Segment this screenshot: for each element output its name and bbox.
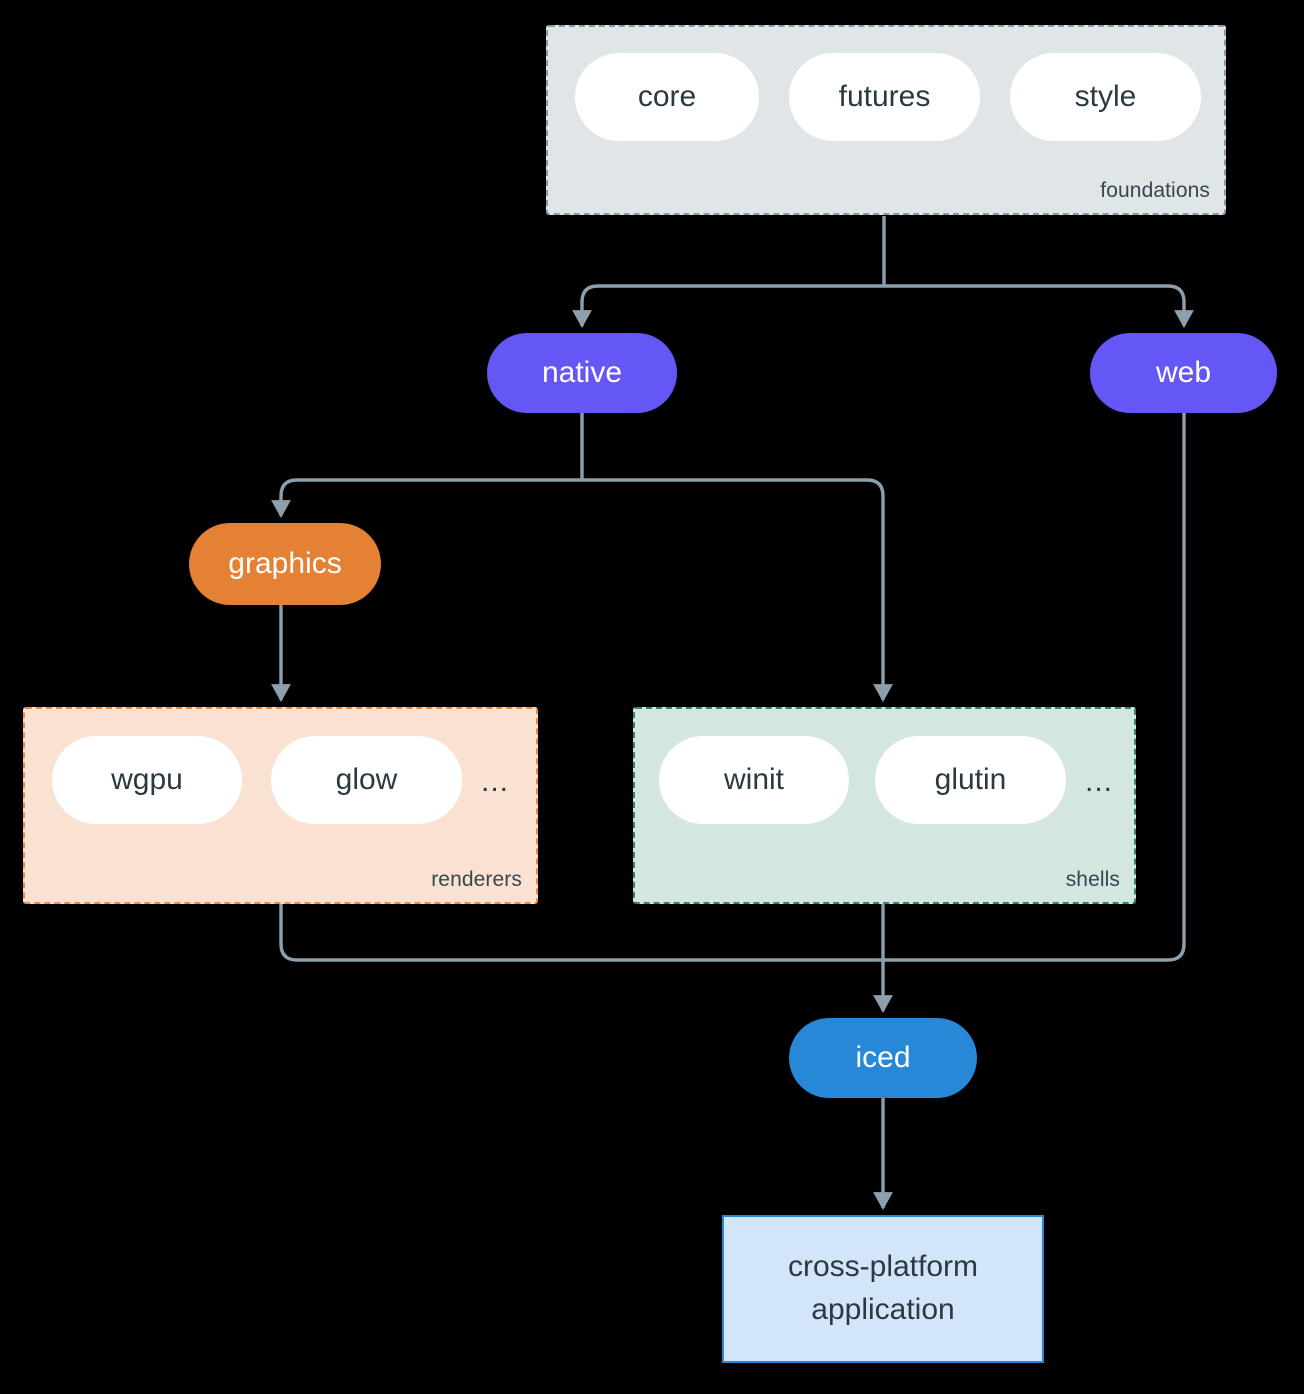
group-label-shells: shells [1065, 868, 1120, 891]
edge-native-graphics [271, 478, 582, 518]
group-renderers: wgpu glow ... renderers [23, 707, 538, 904]
chip-glow[interactable]: glow [271, 736, 462, 824]
edge-renderers-iced [279, 904, 883, 962]
node-web[interactable]: web [1090, 333, 1277, 413]
application-line-1: cross-platform [787, 1250, 979, 1284]
group-shells: winit glutin ... shells [633, 707, 1136, 904]
node-iced[interactable]: iced [789, 1018, 977, 1098]
shells-more-ellipsis: ... [1085, 765, 1114, 798]
node-cross-platform-application[interactable]: cross-platform application [722, 1215, 1044, 1363]
group-label-renderers: renderers [431, 868, 522, 891]
group-foundations: core futures style foundations [546, 25, 1226, 215]
node-graphics[interactable]: graphics [189, 523, 381, 605]
node-native[interactable]: native [487, 333, 677, 413]
chip-winit[interactable]: winit [659, 736, 849, 824]
node-native-label: native [541, 356, 623, 389]
node-iced-label: iced [855, 1041, 911, 1074]
node-graphics-label: graphics [228, 547, 342, 580]
edge-native-shells [582, 478, 893, 702]
application-line-2: application [811, 1293, 955, 1326]
renderers-more-ellipsis: ... [481, 765, 510, 798]
chip-futures[interactable]: futures [789, 53, 980, 141]
chip-wgpu[interactable]: wgpu [52, 736, 242, 824]
edge-foundations-web [884, 284, 1194, 328]
chip-style[interactable]: style [1010, 53, 1201, 141]
chip-glutin[interactable]: glutin [875, 736, 1066, 824]
group-label-foundations: foundations [1100, 179, 1210, 202]
edge-foundations-native [572, 284, 884, 328]
chip-core[interactable]: core [575, 53, 759, 141]
node-web-label: web [1155, 356, 1212, 389]
